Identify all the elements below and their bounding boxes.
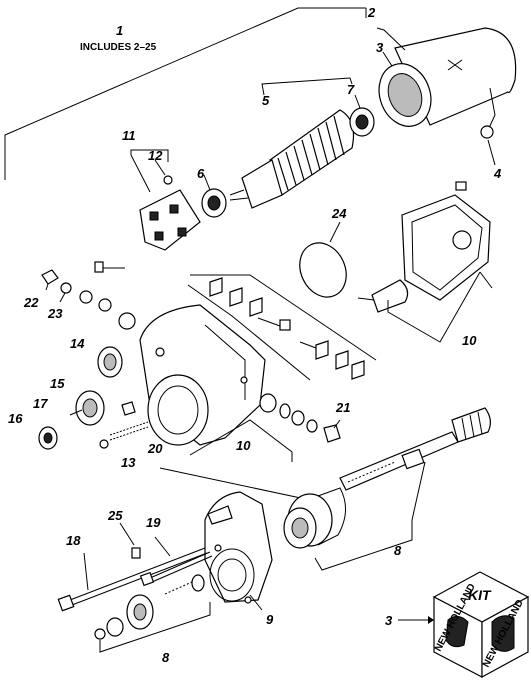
gear-15 (75, 390, 105, 426)
callout-22: 22 (23, 295, 39, 310)
callout-13: 13 (121, 455, 136, 470)
spring-20-and-pin (69, 401, 149, 449)
nut-washers-left (41, 269, 136, 330)
pinion-gear-bottom (94, 574, 205, 640)
callout-8-bottom: 8 (162, 650, 170, 665)
callout-6: 6 (197, 166, 205, 181)
callout-17: 17 (33, 396, 48, 411)
bracket-8-bottom (99, 602, 211, 653)
leader-lines-top (130, 27, 496, 193)
callout-10-center: 10 (236, 438, 251, 453)
solenoid-cover-assembly (357, 181, 493, 343)
bearing-6 (201, 188, 227, 218)
callout-12: 12 (148, 148, 163, 163)
callout-2: 2 (367, 5, 376, 20)
callout-1-note: INCLUDES 2–25 (80, 42, 157, 53)
drive-housing (139, 304, 266, 446)
kit-box (398, 571, 530, 679)
callout-1: 1 (116, 23, 123, 38)
nut-washers-right (259, 393, 341, 443)
callout-25: 25 (107, 508, 123, 523)
callout-18: 18 (66, 533, 81, 548)
callout-19: 19 (146, 515, 161, 530)
callout-16: 16 (8, 411, 23, 426)
motor-housing (378, 27, 517, 139)
bolt-19 (139, 536, 213, 587)
bracket-8-right (314, 461, 426, 571)
callout-14: 14 (70, 336, 85, 351)
overrunning-clutch (283, 487, 346, 549)
callout-3-kit: 3 (385, 613, 393, 628)
nose-housing (204, 491, 273, 611)
gear-14 (97, 346, 123, 378)
bolt-18 (57, 547, 208, 612)
callout-21: 21 (335, 400, 350, 415)
callout-9: 9 (266, 612, 274, 627)
callout-20: 20 (147, 441, 163, 456)
drive-shaft (339, 407, 491, 491)
callout-3-top: 3 (376, 40, 384, 55)
brush-holder (139, 175, 201, 251)
callout-15: 15 (50, 376, 65, 391)
callout-5: 5 (262, 93, 270, 108)
leader-lines-center (159, 419, 311, 501)
callout-7: 7 (347, 82, 355, 97)
callout-4: 4 (493, 166, 502, 181)
kit-label: KIT (468, 587, 492, 603)
assembly-bracket-1 (4, 7, 367, 180)
terminal-hardware (94, 261, 377, 381)
bearing-7 (349, 107, 375, 137)
callout-11: 11 (122, 128, 136, 143)
armature (229, 109, 371, 209)
callout-23: 23 (47, 306, 63, 321)
gasket-24 (299, 221, 347, 298)
bushing-16 (38, 426, 58, 450)
pin-25 (119, 522, 141, 559)
callout-8-right: 8 (394, 543, 402, 558)
callout-24: 24 (331, 206, 347, 221)
callout-10-right: 10 (462, 333, 477, 348)
